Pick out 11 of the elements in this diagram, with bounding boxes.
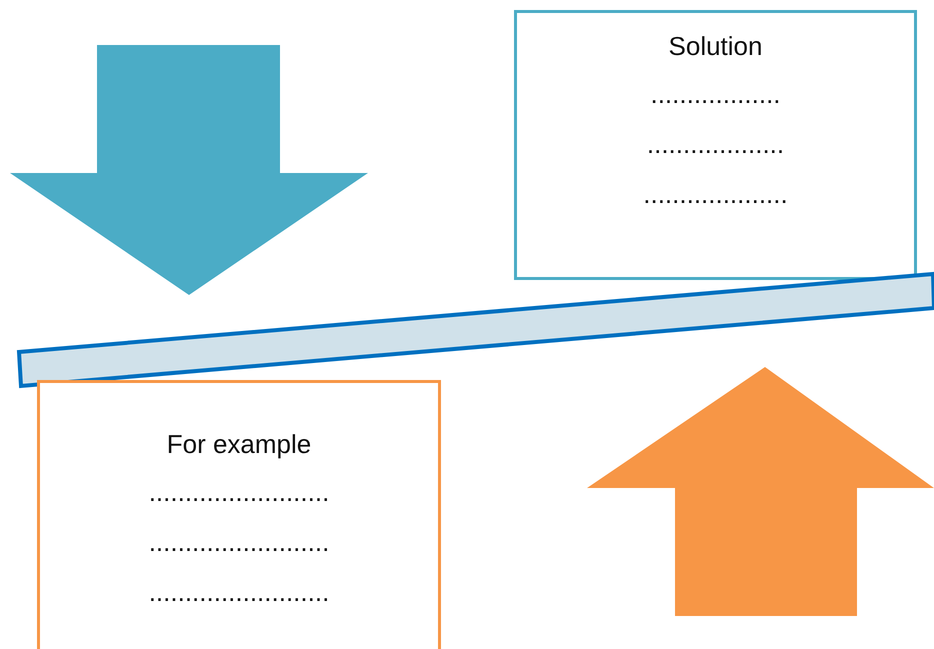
placeholder-dots: .................... — [643, 181, 788, 207]
placeholder-dots: ......................... — [148, 579, 330, 605]
text-box — [514, 10, 917, 280]
box-heading: For example — [166, 431, 312, 457]
box-heading: Solution — [668, 33, 762, 59]
placeholder-dots: ......................... — [148, 479, 330, 505]
placeholder-dots: ................... — [646, 131, 784, 157]
placeholder-dots: ......................... — [148, 529, 330, 555]
text-box — [37, 380, 441, 649]
seesaw-beam — [16, 272, 934, 388]
placeholder-dots: .................. — [650, 81, 781, 107]
